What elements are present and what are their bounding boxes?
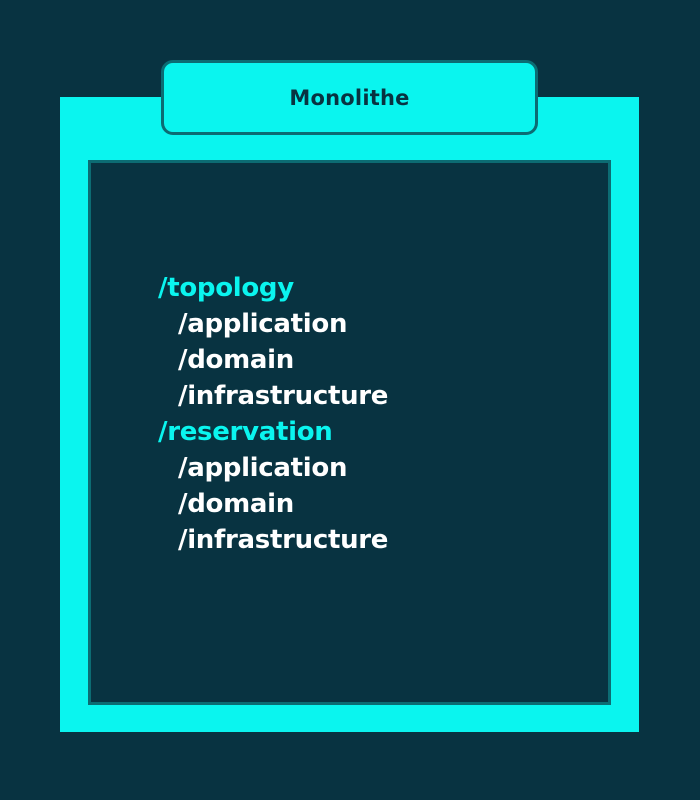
- diagram-title: Monolithe: [289, 85, 410, 110]
- folder-reservation-infrastructure: /infrastructure: [178, 525, 389, 555]
- folder-tree: /topology /application /domain /infrastr…: [158, 270, 388, 558]
- folder-topology-application: /application: [178, 309, 348, 339]
- monolith-content-panel: [88, 160, 611, 705]
- folder-reservation-application: /application: [178, 453, 348, 483]
- folder-reservation-domain: /domain: [178, 489, 294, 519]
- folder-topology-infrastructure: /infrastructure: [178, 381, 389, 411]
- title-tab: Monolithe: [161, 60, 538, 135]
- folder-topology: /topology: [158, 273, 294, 303]
- folder-reservation: /reservation: [158, 417, 333, 447]
- folder-topology-domain: /domain: [178, 345, 294, 375]
